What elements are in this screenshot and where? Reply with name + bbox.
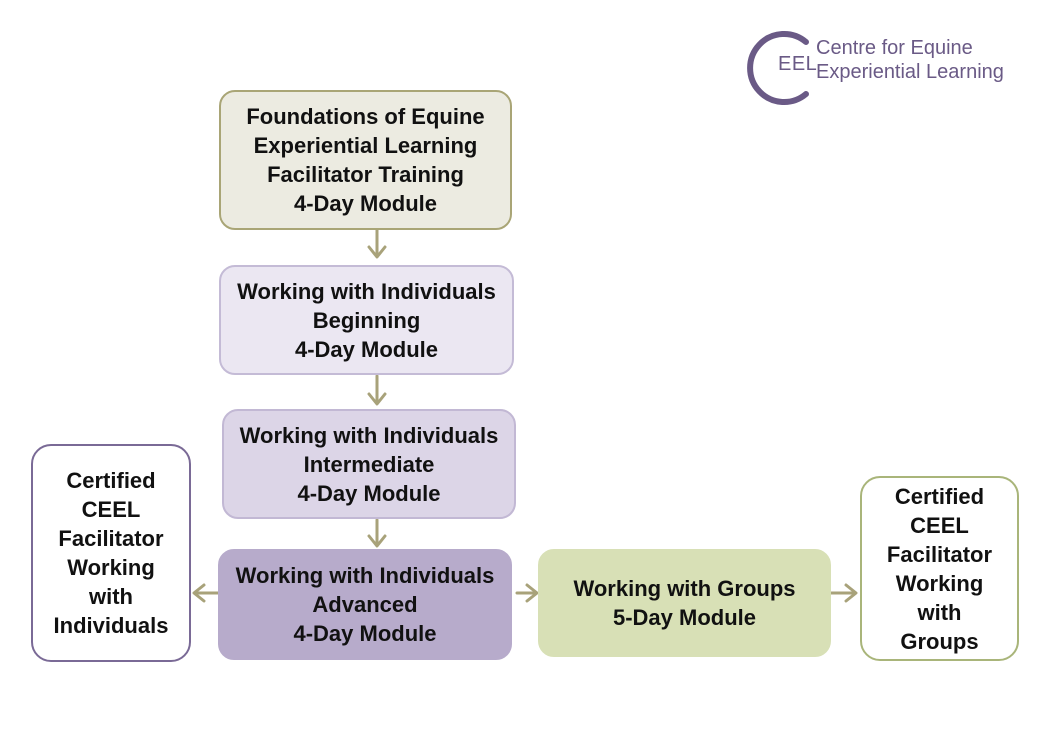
box-cert-individuals-line: Certified (66, 468, 156, 493)
box-foundations-line: Facilitator Training (267, 162, 464, 187)
arrowhead-groups-to-cert-groups (844, 583, 858, 603)
box-cert-groups-line: CEEL (910, 512, 969, 538)
box-foundations: Foundations of Equine Experiential Learn… (219, 90, 512, 230)
box-individuals-advanced: Working with Individuals Advanced 4-Day … (218, 549, 512, 660)
box-individuals-intermediate: Working with Individuals Intermediate 4-… (222, 409, 516, 519)
box-foundations-line: 4-Day Module (293, 191, 438, 216)
box-cert-groups-line: Groups (900, 628, 979, 654)
arrowhead-advanced-to-cert-individuals (192, 583, 206, 603)
box-cert-individuals-line: Individuals (53, 613, 169, 638)
box-working-with-groups: Working with Groups 5-Day Module (538, 549, 831, 657)
box-intermediate-line: 4-Day Module (297, 480, 441, 506)
ceel-logo: EEL Centre for Equine Experiential Learn… (740, 28, 1030, 108)
box-individuals-beginning: Working with Individuals Beginning 4-Day… (219, 265, 514, 375)
box-foundations-line: Foundations of Equine (246, 104, 485, 129)
box-certified-individuals: Certified CEEL Facilitator Working with … (31, 444, 191, 662)
box-advanced-line: Working with Individuals (235, 563, 495, 588)
box-groups-line: Working with Groups (573, 576, 796, 601)
box-intermediate-line: Working with Individuals (239, 422, 499, 448)
box-cert-individuals-line: Working (67, 555, 155, 580)
box-cert-groups-line: Working (895, 570, 984, 596)
box-cert-individuals-line: CEEL (81, 497, 141, 522)
box-advanced-line: Advanced (312, 592, 418, 617)
logo-text-line-1: Centre for Equine (816, 37, 973, 59)
box-beginning-line: Working with Individuals (237, 278, 496, 304)
box-cert-groups-line: Certified (894, 483, 985, 509)
box-foundations-line: Experiential Learning (253, 133, 478, 158)
box-cert-groups-line: Facilitator (886, 541, 993, 567)
box-cert-groups-line: with (917, 599, 962, 625)
arrowhead-beginning-to-intermediate (367, 392, 387, 406)
logo-mark: EEL (778, 53, 818, 75)
box-intermediate-line: Intermediate (303, 451, 435, 477)
box-beginning-line: 4-Day Module (294, 336, 439, 362)
arrowhead-foundations-to-beginning (367, 245, 387, 259)
box-beginning-line: Beginning (312, 307, 421, 333)
arrowhead-advanced-to-groups (525, 583, 539, 603)
box-certified-groups: Certified CEEL Facilitator Working with … (860, 476, 1019, 661)
logo-ring-icon (747, 31, 809, 105)
box-groups-line: 5-Day Module (612, 605, 757, 630)
arrowhead-intermediate-to-advanced (367, 534, 387, 548)
logo-text-line-2: Experiential Learning (816, 61, 1004, 83)
box-cert-individuals-line: Facilitator (58, 526, 164, 551)
box-advanced-line: 4-Day Module (293, 621, 437, 646)
box-cert-individuals-line: with (89, 584, 133, 609)
